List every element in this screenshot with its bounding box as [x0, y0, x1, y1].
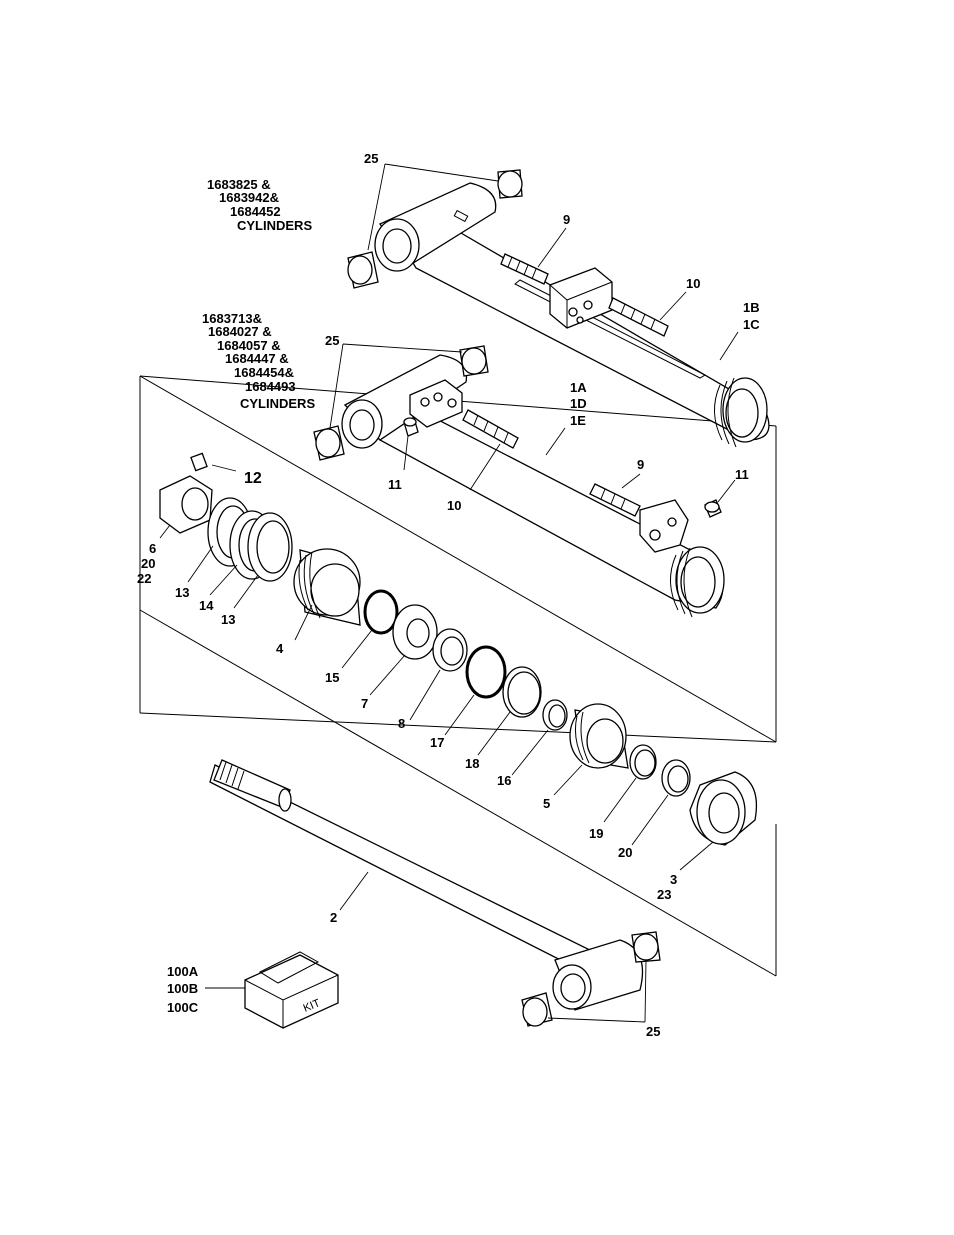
label-16: 16 — [497, 773, 511, 788]
cylinder-group-top-line-2: 1683942& — [219, 190, 279, 205]
label-4: 4 — [276, 641, 284, 656]
label-25-top: 25 — [364, 151, 378, 166]
label-20-left: 20 — [141, 556, 155, 571]
ring-16 — [542, 699, 568, 731]
gland-5 — [569, 703, 629, 769]
label-3: 3 — [670, 872, 677, 887]
label-19: 19 — [589, 826, 603, 841]
barrel-mid-1a-1d-1e — [341, 354, 725, 618]
o-ring-17 — [465, 645, 507, 699]
o-ring-15 — [363, 589, 399, 635]
wiper-19 — [629, 744, 657, 780]
cylinder-group-top-line-4: CYLINDERS — [237, 218, 312, 233]
plug-11-left — [403, 417, 419, 437]
label-9-mid: 9 — [637, 457, 644, 472]
label-14: 14 — [199, 598, 214, 613]
label-1b: 1B — [743, 300, 760, 315]
label-11-right: 11 — [735, 467, 749, 482]
label-8: 8 — [398, 716, 405, 731]
washer-7 — [392, 604, 438, 660]
fitting-9-mid — [589, 483, 641, 517]
rod-2 — [209, 759, 644, 1011]
valve-block-side — [639, 499, 689, 553]
label-1e: 1E — [570, 413, 586, 428]
fitting-10-top — [608, 297, 669, 337]
label-25-mid: 25 — [325, 333, 339, 348]
label-11-left: 11 — [388, 477, 402, 492]
cylinder-group-mid-line-3: 1684057 & — [217, 338, 281, 353]
label-20-right: 20 — [618, 845, 632, 860]
kit-box-icon: KIT — [244, 951, 339, 1029]
label-10-top: 10 — [686, 276, 700, 291]
label-6: 6 — [149, 541, 156, 556]
cylinder-group-mid-line-7: CYLINDERS — [240, 396, 315, 411]
valve-block-mid — [409, 379, 463, 428]
fitting-9-top — [500, 253, 549, 285]
cylinder-group-mid-line-6: 1684493 — [245, 379, 296, 394]
head-3 — [689, 771, 758, 846]
label-2: 2 — [330, 910, 337, 925]
cylinder-group-top-line-1: 1683825 & — [207, 177, 271, 192]
label-15: 15 — [325, 670, 339, 685]
cylinder-group-mid-line-1: 1683713& — [202, 311, 262, 326]
piston-4 — [293, 548, 361, 626]
label-1c: 1C — [743, 317, 760, 332]
label-22: 22 — [137, 571, 151, 586]
bushing-25-top-left — [347, 251, 379, 289]
label-5: 5 — [543, 796, 550, 811]
label-12: 12 — [244, 470, 262, 487]
cylinder-group-top-line-3: 1684452 — [230, 204, 281, 219]
label-13-b: 13 — [221, 612, 235, 627]
label-100b: 100B — [167, 981, 198, 996]
cylinder-group-mid-line-2: 1684027 & — [208, 324, 272, 339]
label-7: 7 — [361, 696, 368, 711]
labels: 1683825 & 1683942& 1684452 CYLINDERS 168… — [137, 151, 760, 1039]
leader-lines — [159, 163, 739, 1023]
label-9-top: 9 — [563, 212, 570, 227]
cylinder-group-mid-line-5: 1684454& — [234, 365, 294, 380]
label-10-mid: 10 — [447, 498, 461, 513]
label-13-a: 13 — [175, 585, 189, 600]
label-18: 18 — [465, 756, 479, 771]
ring-20 — [661, 759, 691, 797]
label-1d: 1D — [570, 396, 587, 411]
plug-11-right — [704, 499, 722, 518]
barrel-top-1b-1c — [374, 182, 770, 448]
wear-ring-8 — [432, 628, 468, 672]
exploded-view-frame — [139, 375, 777, 977]
nut-6 — [159, 475, 213, 534]
label-1a: 1A — [570, 380, 587, 395]
bushing-25-bottom-right — [631, 931, 661, 963]
label-100a: 100A — [167, 964, 199, 979]
label-100c: 100C — [167, 1000, 199, 1015]
bushing-25-mid-left — [313, 425, 345, 461]
backup-ring-13-b — [247, 512, 293, 582]
bushing-25-top-right — [497, 169, 523, 199]
setscrew-12 — [190, 452, 208, 472]
fitting-10-mid — [462, 409, 519, 449]
backup-ring-18 — [502, 666, 542, 718]
bushing-25-mid-right — [459, 345, 489, 377]
label-17: 17 — [430, 735, 444, 750]
label-25-bottom: 25 — [646, 1024, 660, 1039]
cylinder-group-mid-line-4: 1684447 & — [225, 351, 289, 366]
label-23: 23 — [657, 887, 671, 902]
bushing-25-bottom-left — [521, 992, 553, 1027]
